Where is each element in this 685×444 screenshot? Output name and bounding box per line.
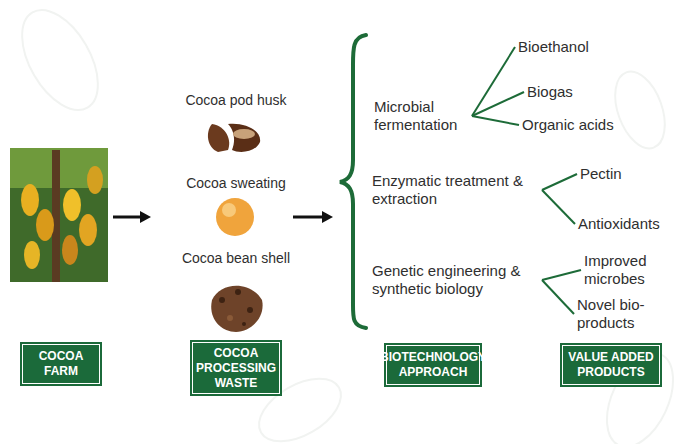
- photo-pod: [21, 184, 39, 216]
- branch-line: [542, 190, 575, 224]
- branch-line: [542, 280, 574, 314]
- node-text: VALUE ADDED PRODUCTS: [566, 350, 656, 380]
- waste-label: Cocoa sweating: [186, 175, 286, 191]
- approach-text: Microbial fermentation: [374, 98, 470, 134]
- photo-pod: [87, 166, 103, 194]
- husk-inner: [233, 129, 255, 139]
- shell-flake: [242, 322, 246, 326]
- shell-flake: [247, 307, 253, 313]
- shell-flake: [219, 297, 225, 303]
- branch-line: [542, 270, 581, 280]
- shell-flake: [227, 315, 233, 321]
- approach-text: Enzymatic treatment & extraction: [372, 172, 540, 208]
- node-text: COCOA FARM: [26, 349, 96, 379]
- node-text: COCOA PROCESSING WASTE: [196, 346, 276, 391]
- bean-shell-image: [211, 286, 262, 332]
- node-text: BIOTECHNOLOGY APPROACH: [380, 350, 486, 380]
- watermark-pod: [7, 0, 114, 123]
- branch-line: [472, 47, 515, 116]
- node-text: Microbial fermentation: [374, 98, 470, 134]
- waste-label: Cocoa pod husk: [185, 92, 286, 108]
- shell-pile: [211, 286, 262, 332]
- waste-label: Cocoa bean shell: [182, 250, 290, 266]
- approach-text: Genetic engineering & synthetic biology: [372, 262, 540, 298]
- curly-brace: [340, 35, 366, 328]
- node-text: Enzymatic treatment & extraction: [372, 172, 540, 208]
- node-text: Improved microbes: [584, 252, 664, 288]
- shell-flake: [235, 289, 241, 295]
- branch-line: [472, 116, 519, 125]
- stage-band: COCOA PROCESSING WASTE: [190, 340, 282, 396]
- arrow-shaft: [113, 216, 142, 219]
- product-text: Improved microbes: [584, 252, 664, 288]
- stage-band: BIOTECHNOLOGY APPROACH: [384, 343, 482, 387]
- photo-trunk: [52, 150, 60, 282]
- branch-line: [542, 174, 577, 190]
- node-text: Genetic engineering & synthetic biology: [372, 262, 540, 298]
- stage-band: COCOA FARM: [20, 342, 102, 386]
- product-text: Bioethanol: [518, 38, 589, 56]
- cocoa-farm-photo: [10, 148, 108, 282]
- product-text: Organic acids: [522, 116, 614, 134]
- photo-background: [10, 148, 108, 282]
- node-text: Organic acids: [522, 116, 614, 134]
- node-text: Biogas: [527, 83, 573, 101]
- pod-husk-image: [208, 124, 260, 152]
- husk-shape: [208, 124, 229, 152]
- background-watermark: [7, 0, 685, 444]
- node-text: Antioxidants: [578, 215, 660, 233]
- product-text: Antioxidants: [578, 215, 660, 233]
- sweating-highlight: [222, 203, 236, 217]
- photo-pod: [62, 235, 78, 265]
- photo-pod: [24, 241, 40, 269]
- photo-pod: [63, 189, 81, 221]
- arrow-head: [322, 211, 333, 223]
- branch-line: [472, 92, 524, 116]
- node-text: Bioethanol: [518, 38, 589, 56]
- product-text: Pectin: [580, 165, 622, 183]
- arrow-head: [140, 211, 151, 223]
- arrow-shaft: [293, 216, 324, 219]
- product-text: Novel bio-products: [577, 296, 672, 332]
- node-text: Pectin: [580, 165, 622, 183]
- photo-pod: [36, 209, 54, 241]
- sweating-drop: [216, 198, 254, 236]
- stage-band: VALUE ADDED PRODUCTS: [560, 343, 662, 387]
- node-text: Novel bio-products: [577, 296, 672, 332]
- product-text: Biogas: [527, 83, 573, 101]
- photo-pod: [79, 214, 97, 246]
- watermark-pod: [606, 65, 675, 155]
- sweating-image: [216, 198, 254, 236]
- husk-shape: [228, 124, 260, 152]
